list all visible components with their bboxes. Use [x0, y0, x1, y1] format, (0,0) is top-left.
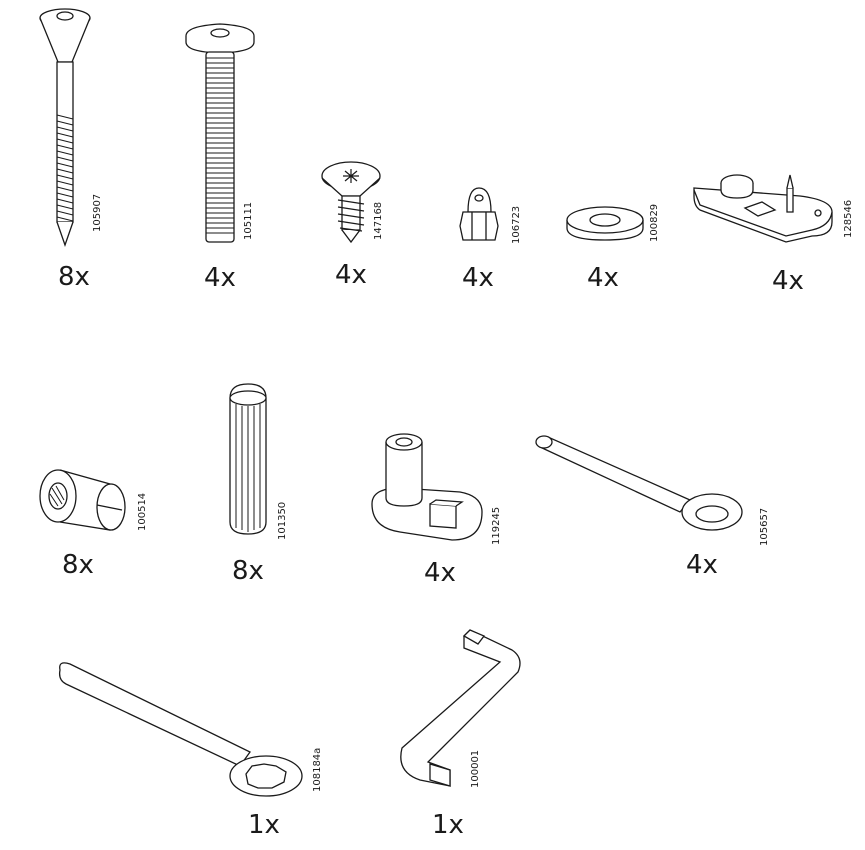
- quantity-label: 4x: [587, 263, 619, 293]
- quantity-label: 1x: [432, 810, 464, 840]
- quantity-label: 4x: [204, 263, 236, 293]
- quantity-label: 8x: [58, 262, 90, 292]
- quantity-label: 8x: [62, 550, 94, 580]
- quantity-label: 4x: [686, 550, 718, 580]
- quantity-label: 4x: [335, 260, 367, 290]
- quantity-label: 4x: [772, 266, 804, 296]
- quantity-label: 4x: [424, 558, 456, 588]
- quantity-label: 1x: [248, 810, 280, 840]
- quantity-label: 8x: [232, 556, 264, 586]
- part-code: 100001: [470, 749, 481, 788]
- quantity-label: 4x: [462, 263, 494, 293]
